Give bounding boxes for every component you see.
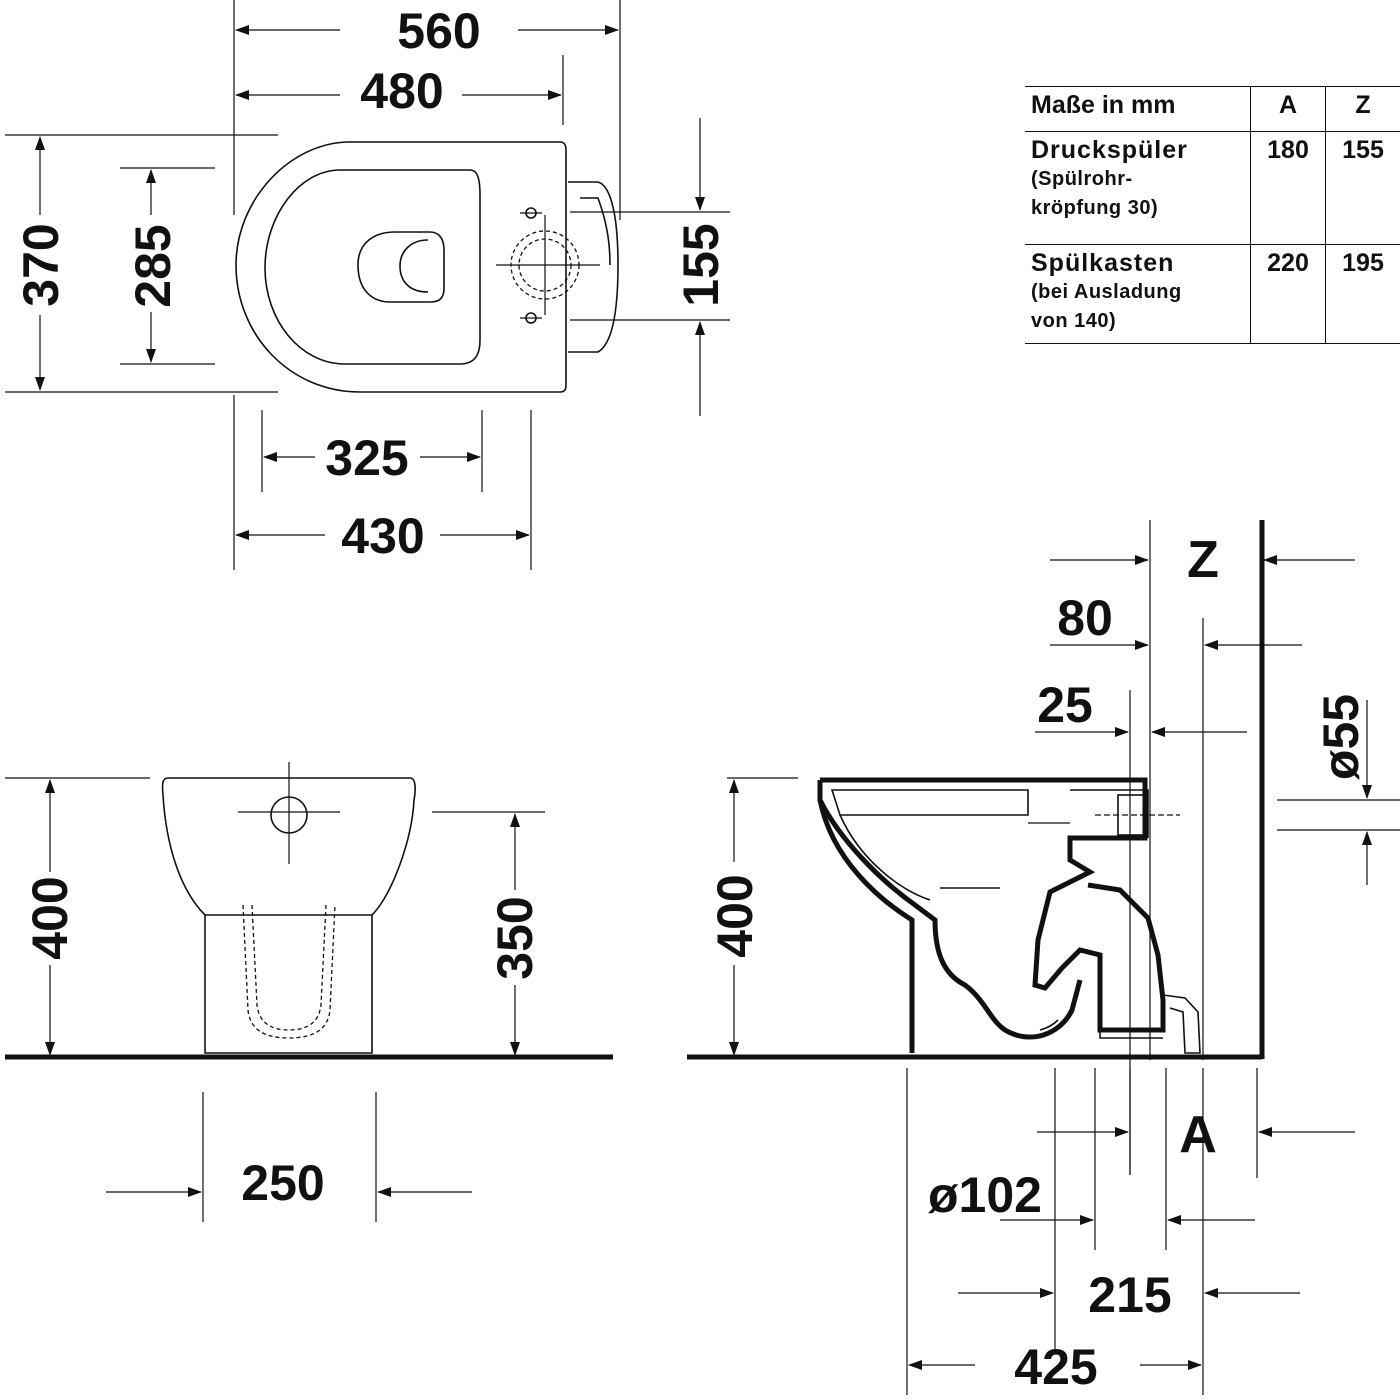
row-value-a: 220 — [1267, 249, 1309, 277]
table-header-a: A — [1250, 86, 1326, 132]
row-value-z: 155 — [1342, 136, 1384, 164]
row-value-z: 195 — [1342, 249, 1384, 277]
top-view: 560 480 325 430 370 285 155 — [5, 0, 730, 570]
table-row: Spülkasten (bei Ausladung von 140) 220 1… — [1025, 244, 1400, 344]
dim-inner-width: 285 — [125, 224, 181, 307]
table-row: Druckspüler (Spülrohr-kröpfung 30) 180 1… — [1025, 131, 1400, 245]
table-header-z: Z — [1325, 86, 1400, 132]
dim-side-height: 400 — [707, 874, 763, 957]
dim-bowl-length: 430 — [341, 508, 424, 564]
dim-80: 80 — [1057, 590, 1113, 646]
side-view: Z 80 25 ø55 400 A ø102 215 425 — [687, 520, 1400, 1395]
dim-front-height: 400 — [22, 876, 78, 959]
dim-215: 215 — [1088, 1267, 1171, 1323]
row-name: Spülkasten — [1031, 249, 1175, 277]
row-note: (Spülrohr-kröpfung 30) — [1031, 168, 1159, 219]
dim-overall-width: 370 — [13, 223, 69, 306]
dim-length-480: 480 — [360, 63, 443, 119]
row-note: (bei Ausladung von 140) — [1031, 281, 1182, 332]
dim-425: 425 — [1014, 1339, 1097, 1395]
row-name: Druckspüler — [1031, 136, 1188, 164]
table-header-row: Maße in mm A Z — [1025, 86, 1400, 132]
dim-overall-length: 560 — [397, 3, 480, 59]
dim-25: 25 — [1037, 677, 1093, 733]
dim-pipe-diameter: ø55 — [1313, 694, 1369, 780]
dimensions-table: Maße in mm A Z Druckspüler (Spülrohr-krö… — [1025, 86, 1400, 344]
dim-foot-width: 250 — [241, 1155, 324, 1211]
dim-outlet-spacing: 155 — [673, 223, 729, 306]
dim-rim-height: 350 — [487, 896, 543, 979]
dim-z: Z — [1187, 531, 1219, 589]
dim-outlet-diameter: ø102 — [928, 1167, 1042, 1223]
dim-a: A — [1179, 1106, 1217, 1164]
front-view: 400 350 250 — [5, 762, 613, 1222]
table-header-label: Maße in mm — [1025, 86, 1251, 132]
dim-rim-length: 325 — [325, 430, 408, 486]
row-value-a: 180 — [1267, 136, 1309, 164]
